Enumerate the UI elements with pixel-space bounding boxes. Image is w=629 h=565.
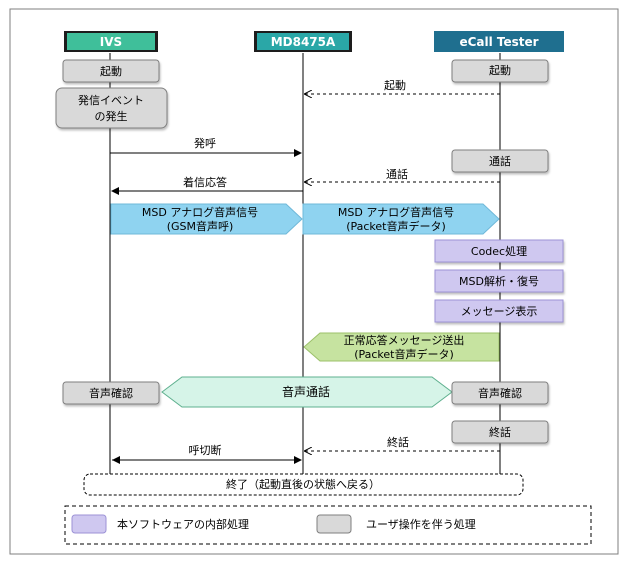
msd-packet-label-1: MSD アナログ音声信号	[338, 205, 454, 219]
ack-arrow	[303, 332, 500, 362]
legend-user-swatch	[316, 514, 352, 534]
tester-voice-check-box	[451, 381, 549, 405]
message-display-box	[434, 299, 564, 323]
hangup-label: 呼切断	[189, 443, 222, 457]
actor-tester: eCall Tester	[434, 31, 564, 52]
actor-ivs: IVS	[64, 31, 158, 52]
msd-packet-label-2: (Packet音声データ)	[346, 219, 446, 233]
actor-md-fill	[257, 33, 349, 50]
codec-label: Codec処理	[471, 245, 527, 258]
msd-gsm-label-1: MSD アナログ音声信号	[142, 205, 258, 219]
ack-label-1: 正常応答メッセージ送出	[344, 333, 465, 347]
actor-md-label: MD8475A	[271, 35, 336, 49]
tester-talk-box	[451, 149, 549, 173]
ivs-event-label-1: 発信イベント	[78, 93, 144, 107]
tester-start-label: 起動	[489, 63, 511, 77]
actor-md: MD8475A	[254, 31, 352, 52]
actor-tester-fill	[434, 31, 564, 52]
actor-ivs-label: IVS	[100, 35, 122, 49]
msd-decode-box	[434, 269, 564, 293]
tester-talk-label: 通話	[489, 154, 511, 168]
voice-call-label: 音声通話	[282, 384, 330, 399]
hangup-arrow-head-left	[112, 456, 120, 464]
finish-box	[83, 473, 524, 496]
msd-gsm-label-2: (GSM音声呼)	[167, 219, 234, 233]
answer-label: 着信応答	[183, 175, 227, 189]
ack-label-2: (Packet音声データ)	[354, 347, 454, 361]
tester-start-box	[451, 59, 549, 83]
legend-user-label: ユーザ操作を伴う処理	[366, 517, 476, 531]
tester-start-msg: 起動	[384, 78, 406, 92]
legend-frame	[64, 505, 592, 545]
msd-gsm-arrow	[110, 203, 303, 235]
msd-packet-arrow	[302, 203, 500, 235]
codec-box	[434, 239, 564, 263]
call-label: 発呼	[194, 136, 216, 150]
tester-voice-check-label: 音声確認	[478, 386, 522, 400]
finish-label: 終了（起動直後の状態へ戻る）	[226, 477, 380, 491]
tester-end-msg: 終話	[387, 435, 409, 449]
actor-ivs-fill	[67, 33, 155, 50]
legend-internal-swatch	[71, 514, 107, 534]
actor-tester-label: eCall Tester	[459, 35, 538, 49]
ivs-voice-check-label: 音声確認	[89, 386, 133, 400]
ivs-start-label: 起動	[100, 64, 122, 78]
tester-talk-msg: 通話	[386, 167, 408, 181]
outer-frame	[9, 8, 619, 555]
ivs-event-label-2: の発生	[95, 109, 128, 123]
ivs-start-box	[62, 59, 160, 83]
ivs-voice-check-box	[62, 381, 160, 405]
msd-decode-label: MSD解析・復号	[459, 274, 539, 288]
message-display-label: メッセージ表示	[461, 304, 538, 318]
legend-internal-label: 本ソフトウェアの内部処理	[117, 517, 249, 531]
tester-end-box	[451, 420, 549, 444]
ivs-event-box	[55, 87, 168, 129]
tester-end-label: 終話	[489, 425, 511, 439]
